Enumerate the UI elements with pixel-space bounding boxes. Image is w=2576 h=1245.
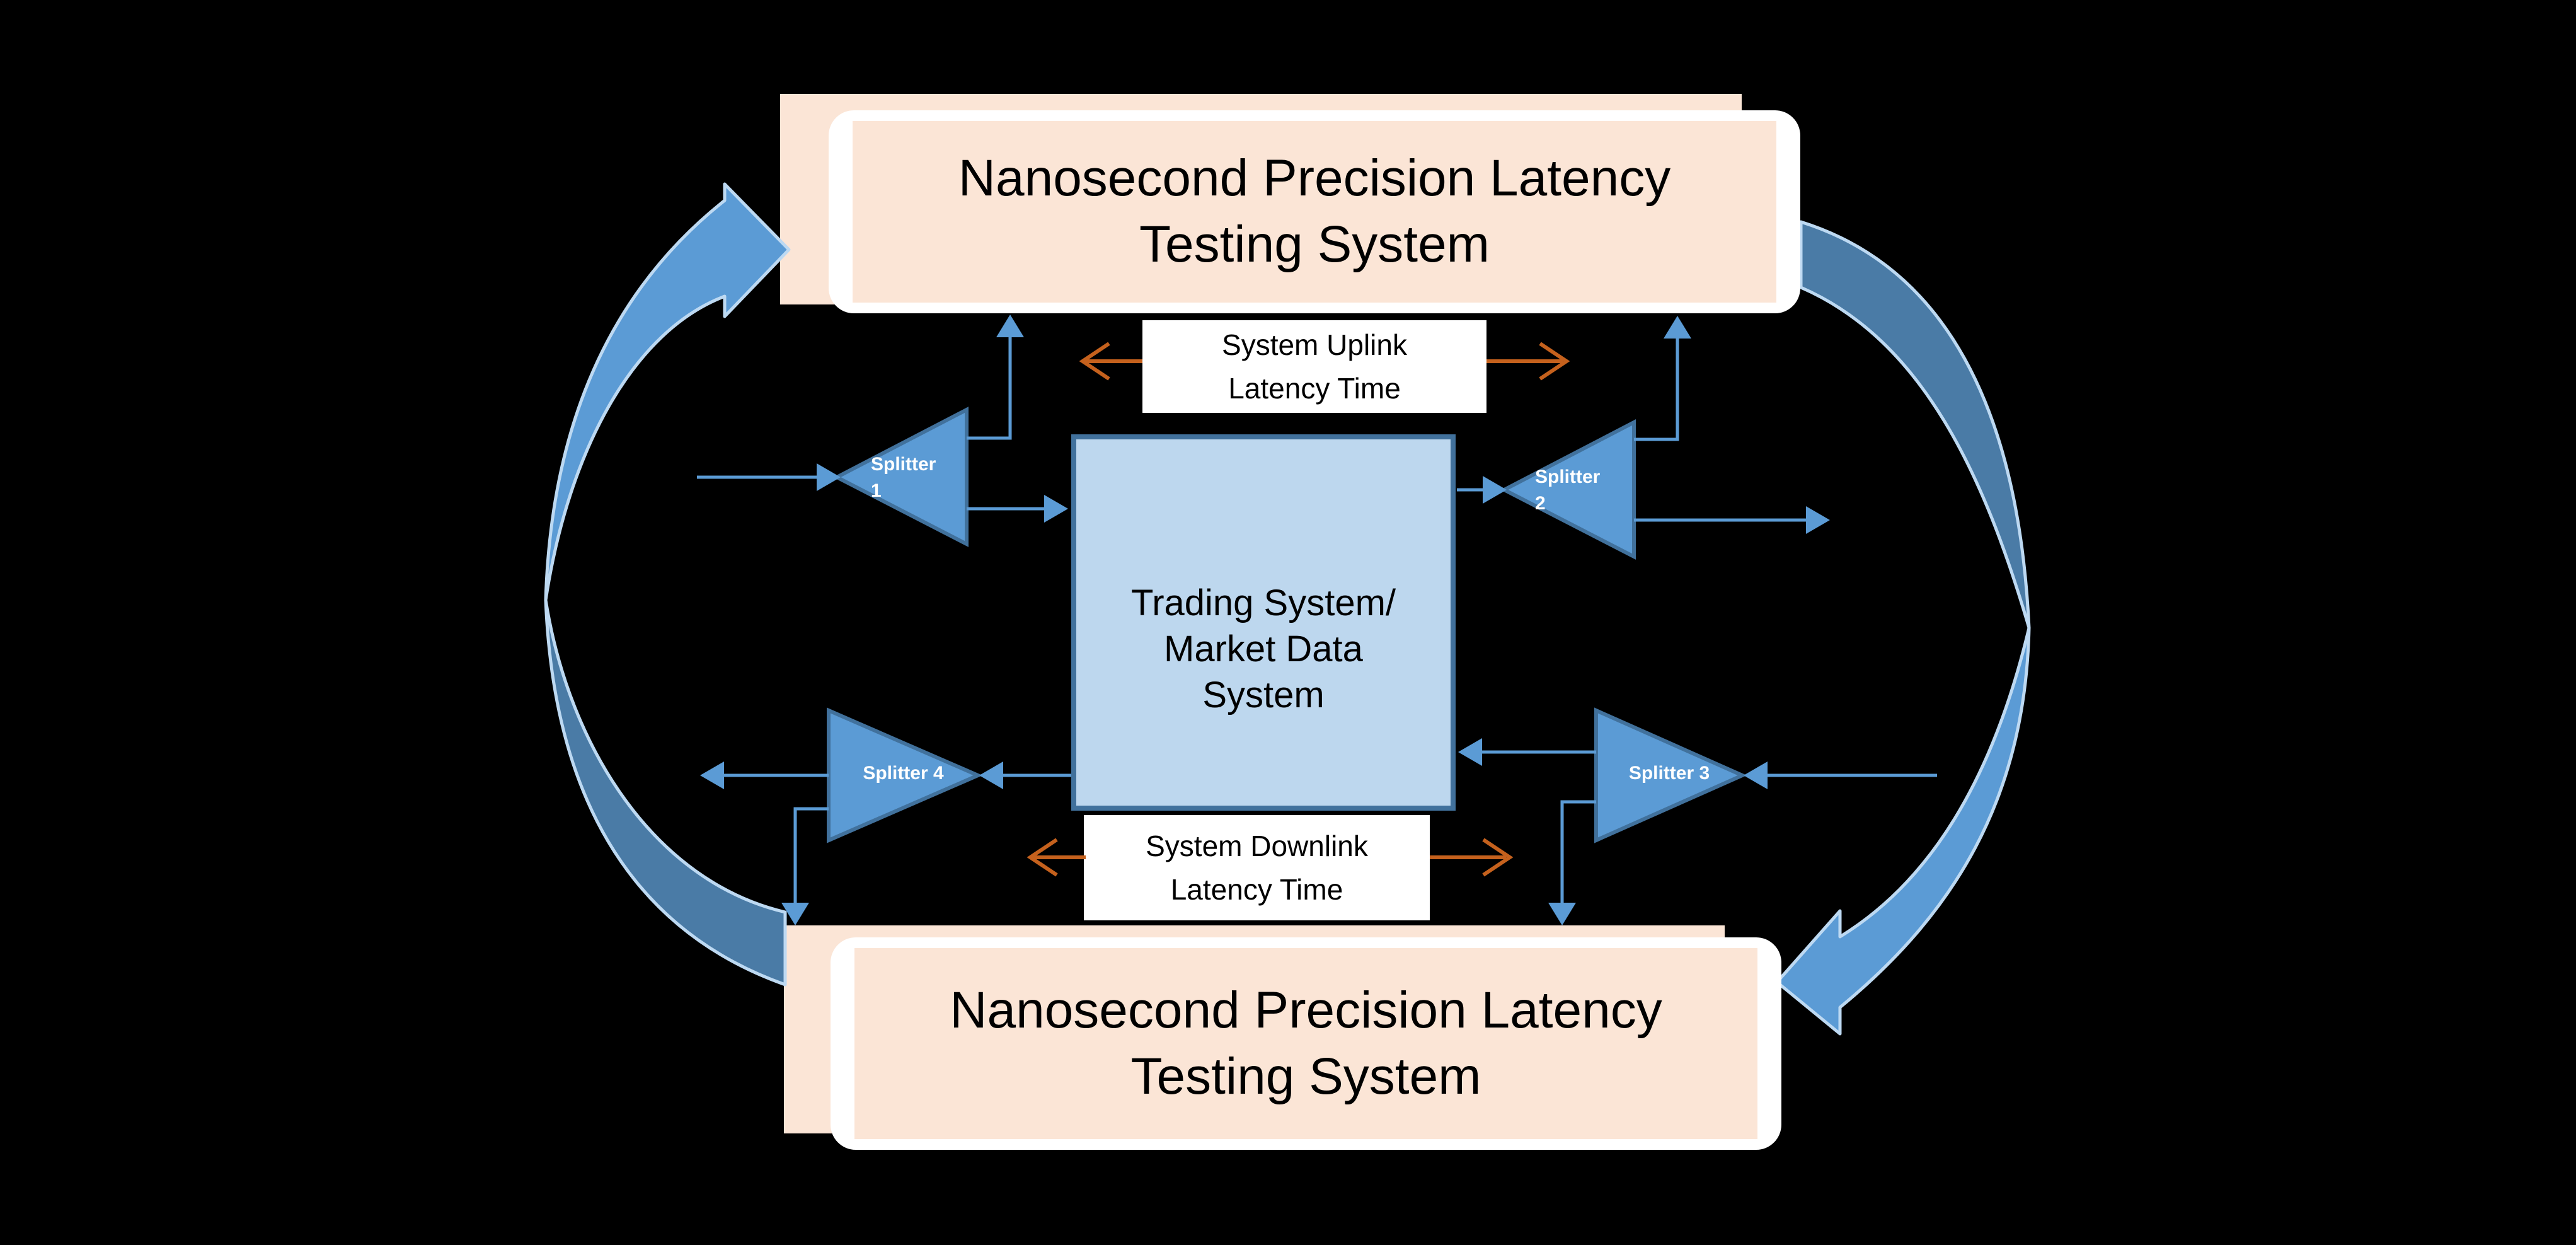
bottom-box-text-line1: Nanosecond Precision Latency <box>950 981 1662 1039</box>
splitter3-to-trading-arrowhead <box>1458 738 1482 766</box>
uplink-left-arrowhead <box>1079 342 1110 381</box>
splitter-1-label-line2: 1 <box>871 480 882 501</box>
splitter1-up-line <box>967 337 1012 440</box>
bottom-box-text-line2: Testing System <box>1130 1047 1481 1105</box>
bottom-testing-system-box: Nanosecond Precision Latency Testing Sys… <box>831 937 1781 1150</box>
splitter4-down-arrowhead <box>781 903 809 925</box>
trading-box-text-line1: Trading System/ <box>1130 582 1396 623</box>
trading-system-box: Trading System/ Market Data System <box>1071 434 1456 811</box>
splitter1-input-arrowhead <box>817 463 841 491</box>
splitter2-up-line <box>1634 339 1679 441</box>
splitter-4-label: Splitter 4 <box>863 763 944 784</box>
top-box-text-line1: Nanosecond Precision Latency <box>958 149 1671 207</box>
splitter-1-shape <box>832 407 969 547</box>
splitter-2-shape <box>1500 419 1636 560</box>
uplink-label-line2: Latency Time <box>1228 371 1401 405</box>
trading-to-splitter2-arrowhead <box>1483 476 1507 504</box>
splitter3-down-line <box>1560 800 1596 903</box>
downlink-label-line1: System Downlink <box>1146 829 1368 862</box>
top-box-text-line2: Testing System <box>1139 216 1490 273</box>
downlink-label-line2: Latency Time <box>1170 872 1343 906</box>
splitter2-output-arrowhead <box>1806 506 1830 534</box>
splitter1-up-arrowhead <box>996 315 1024 337</box>
splitter2-up-arrowhead <box>1664 316 1691 339</box>
splitter-1-label: Splitter 1 <box>871 451 965 504</box>
downlink-right-arrowhead <box>1482 838 1514 877</box>
splitter-3-label: Splitter 3 <box>1628 763 1710 784</box>
trading-box-text-line2: Market Data <box>1164 628 1363 669</box>
splitter3-down-arrowhead <box>1548 903 1576 925</box>
splitter-2-label-line2: 2 <box>1535 493 1546 514</box>
trading-box-text-line3: System <box>1202 675 1325 716</box>
splitter1-to-trading-arrowhead <box>1044 495 1068 523</box>
uplink-latency-label: System Uplink Latency Time <box>1142 320 1486 413</box>
splitter4-output-arrowhead <box>700 761 724 789</box>
uplink-label-line1: System Uplink <box>1222 328 1407 361</box>
splitter3-input-arrowhead <box>1744 761 1768 789</box>
left-curved-arrow-upper-ribbon-and-head <box>544 182 791 602</box>
splitter-2-label: Splitter 2 <box>1535 464 1630 517</box>
top-testing-system-box-inner: Nanosecond Precision Latency Testing Sys… <box>853 121 1776 303</box>
right-curved-arrow-lower-ribbon-and-head <box>1775 626 2031 1036</box>
bottom-testing-system-box-inner: Nanosecond Precision Latency Testing Sys… <box>854 948 1757 1139</box>
downlink-left-arrowhead <box>1026 838 1058 877</box>
splitter4-down-line <box>793 807 829 903</box>
top-testing-system-box: Nanosecond Precision Latency Testing Sys… <box>829 110 1800 313</box>
splitter-2-label-line1: Splitter <box>1535 466 1601 487</box>
splitter-1-label-line1: Splitter <box>871 454 936 475</box>
trading-to-splitter4-arrowhead <box>979 761 1003 789</box>
splitter-3-shape <box>1594 707 1747 843</box>
downlink-latency-label: System Downlink Latency Time <box>1084 815 1430 920</box>
uplink-right-arrowhead <box>1539 342 1570 381</box>
left-curved-arrow-lower-ribbon <box>544 598 787 987</box>
